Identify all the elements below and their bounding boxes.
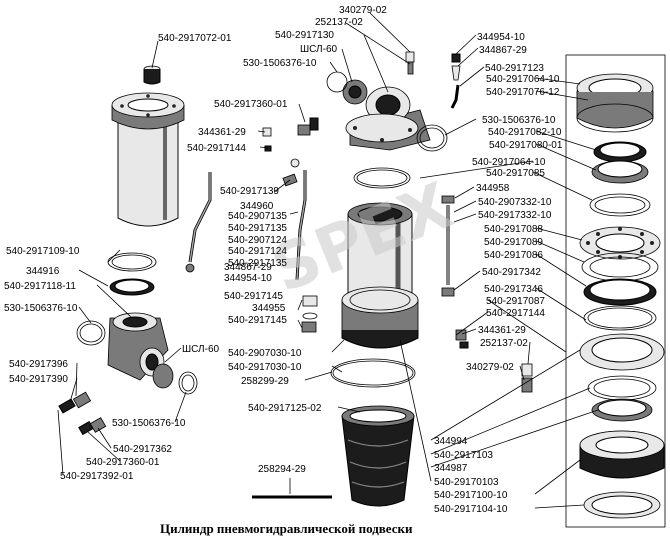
leader-lines [57, 12, 599, 509]
boot-assembly [252, 358, 416, 507]
label-l13: 530-1506376-10 [482, 115, 556, 126]
label-l63: 540-2917392-01 [60, 471, 134, 482]
main-cylinder [341, 195, 533, 393]
label-l18: 540-2917064-10 [472, 157, 546, 168]
head-cover [262, 51, 461, 189]
label-l29: 540-2917089 [484, 237, 543, 248]
label-l17: 540-2917080-01 [489, 140, 563, 151]
label-l57: 344994 [434, 436, 468, 447]
label-l43: 530-1506376-10 [4, 303, 78, 314]
label-l16: 540-2917144 [187, 143, 246, 154]
label-l39: 540-2917145 [224, 291, 283, 302]
label-l33: 540-2917135 [228, 258, 287, 269]
label-l11: 540-2917076-12 [486, 87, 560, 98]
label-l54: 258299-29 [241, 376, 289, 387]
label-l19: 540-2917085 [486, 168, 545, 179]
label-l28: 540-2907124 [228, 235, 287, 246]
label-l30: 540-2917109-10 [6, 246, 80, 257]
label-l26: 540-2917135 [228, 223, 287, 234]
label-l31: 540-2917124 [228, 246, 287, 257]
label-l53: 340279-02 [466, 362, 514, 373]
label-l23: 540-2907332-10 [478, 197, 552, 208]
label-l09: 540-2917123 [485, 63, 544, 74]
label-l65: 540-2917100-10 [434, 490, 508, 501]
ring-stack-frame [565, 54, 666, 528]
label-l06: 530-1506376-10 [243, 58, 317, 69]
label-l34: 344916 [26, 266, 60, 277]
label-l04: 540-2917130 [275, 30, 334, 41]
label-l62: 540-29170103 [434, 477, 499, 488]
label-l22: 344960 [240, 201, 274, 212]
valve-body [58, 312, 198, 436]
label-l42: 540-2917087 [486, 296, 545, 307]
label-l03: 252137-02 [315, 17, 363, 28]
left-cylinder [107, 92, 185, 296]
diagram-title: Цилиндр пневмогидравлической подвески [160, 521, 413, 536]
label-l56: 530-1506376-10 [112, 418, 186, 429]
label-l25: 540-2917332-10 [478, 210, 552, 221]
label-l50: 540-2917396 [9, 359, 68, 370]
label-l21: 344958 [476, 183, 510, 194]
label-l27: 540-2917088 [484, 224, 543, 235]
label-l55: 540-2917125-02 [248, 403, 322, 414]
label-l36: 540-2917342 [482, 267, 541, 278]
label-l59: 540-2917362 [113, 444, 172, 455]
label-l37: 344954-10 [224, 273, 272, 284]
label-l32: 540-2917086 [484, 250, 543, 261]
label-l48: 540-2907030-10 [228, 348, 302, 359]
label-l07: 344954-10 [477, 32, 525, 43]
part-labels: 540-2917072-01 340279-02 252137-02 540-2… [4, 5, 563, 515]
label-l35: 344867-29 [224, 262, 272, 273]
label-l47: ШСЛ-60 [182, 344, 220, 355]
label-l49: 252137-02 [480, 338, 528, 349]
label-l41: 344955 [252, 303, 286, 314]
label-l60: 344987 [434, 463, 468, 474]
label-l14: 344361-29 [198, 127, 246, 138]
label-l61: 540-2917360-01 [86, 457, 160, 468]
cap-part [143, 65, 161, 85]
label-l64: 258294-29 [258, 464, 306, 475]
ring-stack [576, 73, 665, 519]
label-l44: 540-2917145 [228, 315, 287, 326]
label-l38: 540-2917118-11 [4, 281, 76, 292]
label-l02: 340279-02 [339, 5, 387, 16]
label-l24: 540-2907135 [228, 211, 287, 222]
label-l45: 540-2917144 [486, 308, 545, 319]
label-l58: 540-2917103 [434, 450, 493, 461]
label-l15: 540-2917082-10 [488, 127, 562, 138]
label-l46: 344361-29 [478, 325, 526, 336]
label-l01: 540-2917072-01 [158, 33, 232, 44]
label-l05: ШСЛ-60 [300, 44, 338, 55]
label-l52: 540-2917390 [9, 374, 68, 385]
label-l10: 540-2917064-10 [486, 74, 560, 85]
label-l51: 540-2917030-10 [228, 362, 302, 373]
label-l20: 540-2917139 [220, 186, 279, 197]
pipes [185, 158, 318, 333]
label-l40: 540-2917346 [484, 284, 543, 295]
label-l66: 540-2917104-10 [434, 504, 508, 515]
label-l12: 540-2917360-01 [214, 99, 288, 110]
label-l08: 344867-29 [479, 45, 527, 56]
